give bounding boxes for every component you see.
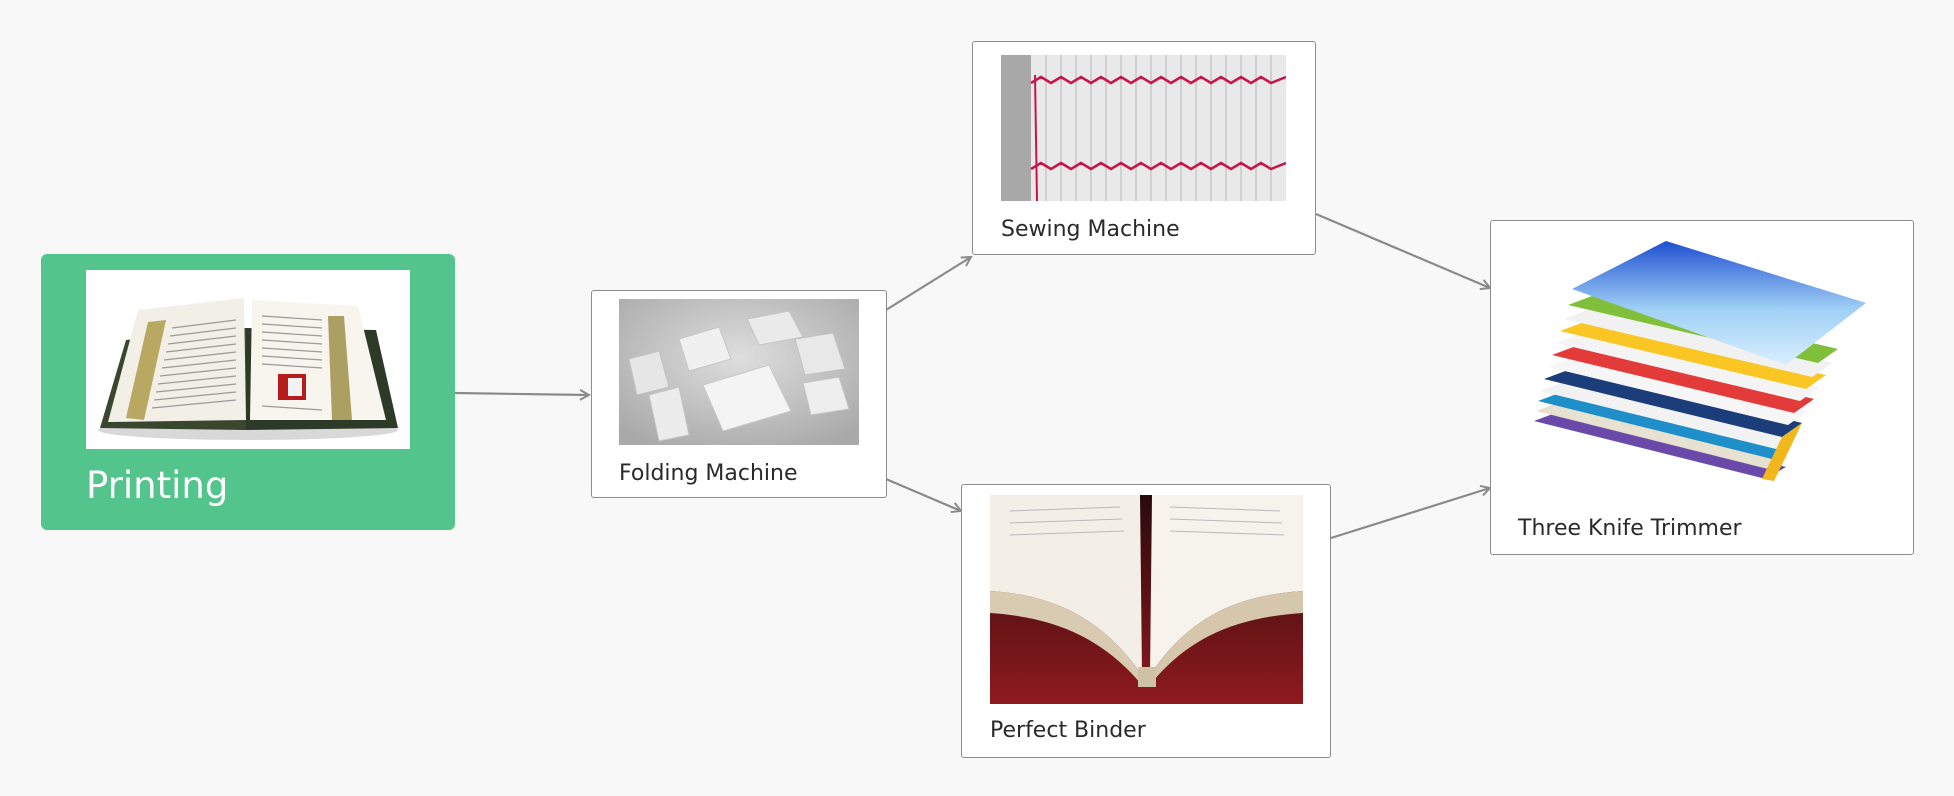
open-book-image [86,270,410,449]
edge-printing-to-folding [454,393,589,395]
edge-sewing-to-trimmer [1315,212,1490,288]
node-label-sewing-machine: Sewing Machine [1001,217,1180,242]
node-perfect-binder[interactable]: Perfect Binder [961,484,1331,758]
edge-folding-to-sewing [885,257,971,311]
node-label-printing: Printing [86,464,229,507]
node-printing[interactable]: Printing [41,254,455,530]
node-three-knife-trimmer[interactable]: Three Knife Trimmer [1490,220,1914,555]
sewn-book-spine-image [1001,55,1286,201]
stacked-books-image [1526,239,1886,499]
node-folding-machine[interactable]: Folding Machine [591,290,887,498]
node-label-folding-machine: Folding Machine [619,461,798,486]
node-sewing-machine[interactable]: Sewing Machine [972,41,1316,255]
node-label-perfect-binder: Perfect Binder [990,718,1146,743]
node-label-three-knife-trimmer: Three Knife Trimmer [1518,516,1742,541]
edge-folding-to-perfect [885,477,961,511]
bound-book-pages-image [990,495,1303,704]
folded-sheets-image [619,299,859,445]
edge-perfect-to-trimmer [1330,488,1490,540]
